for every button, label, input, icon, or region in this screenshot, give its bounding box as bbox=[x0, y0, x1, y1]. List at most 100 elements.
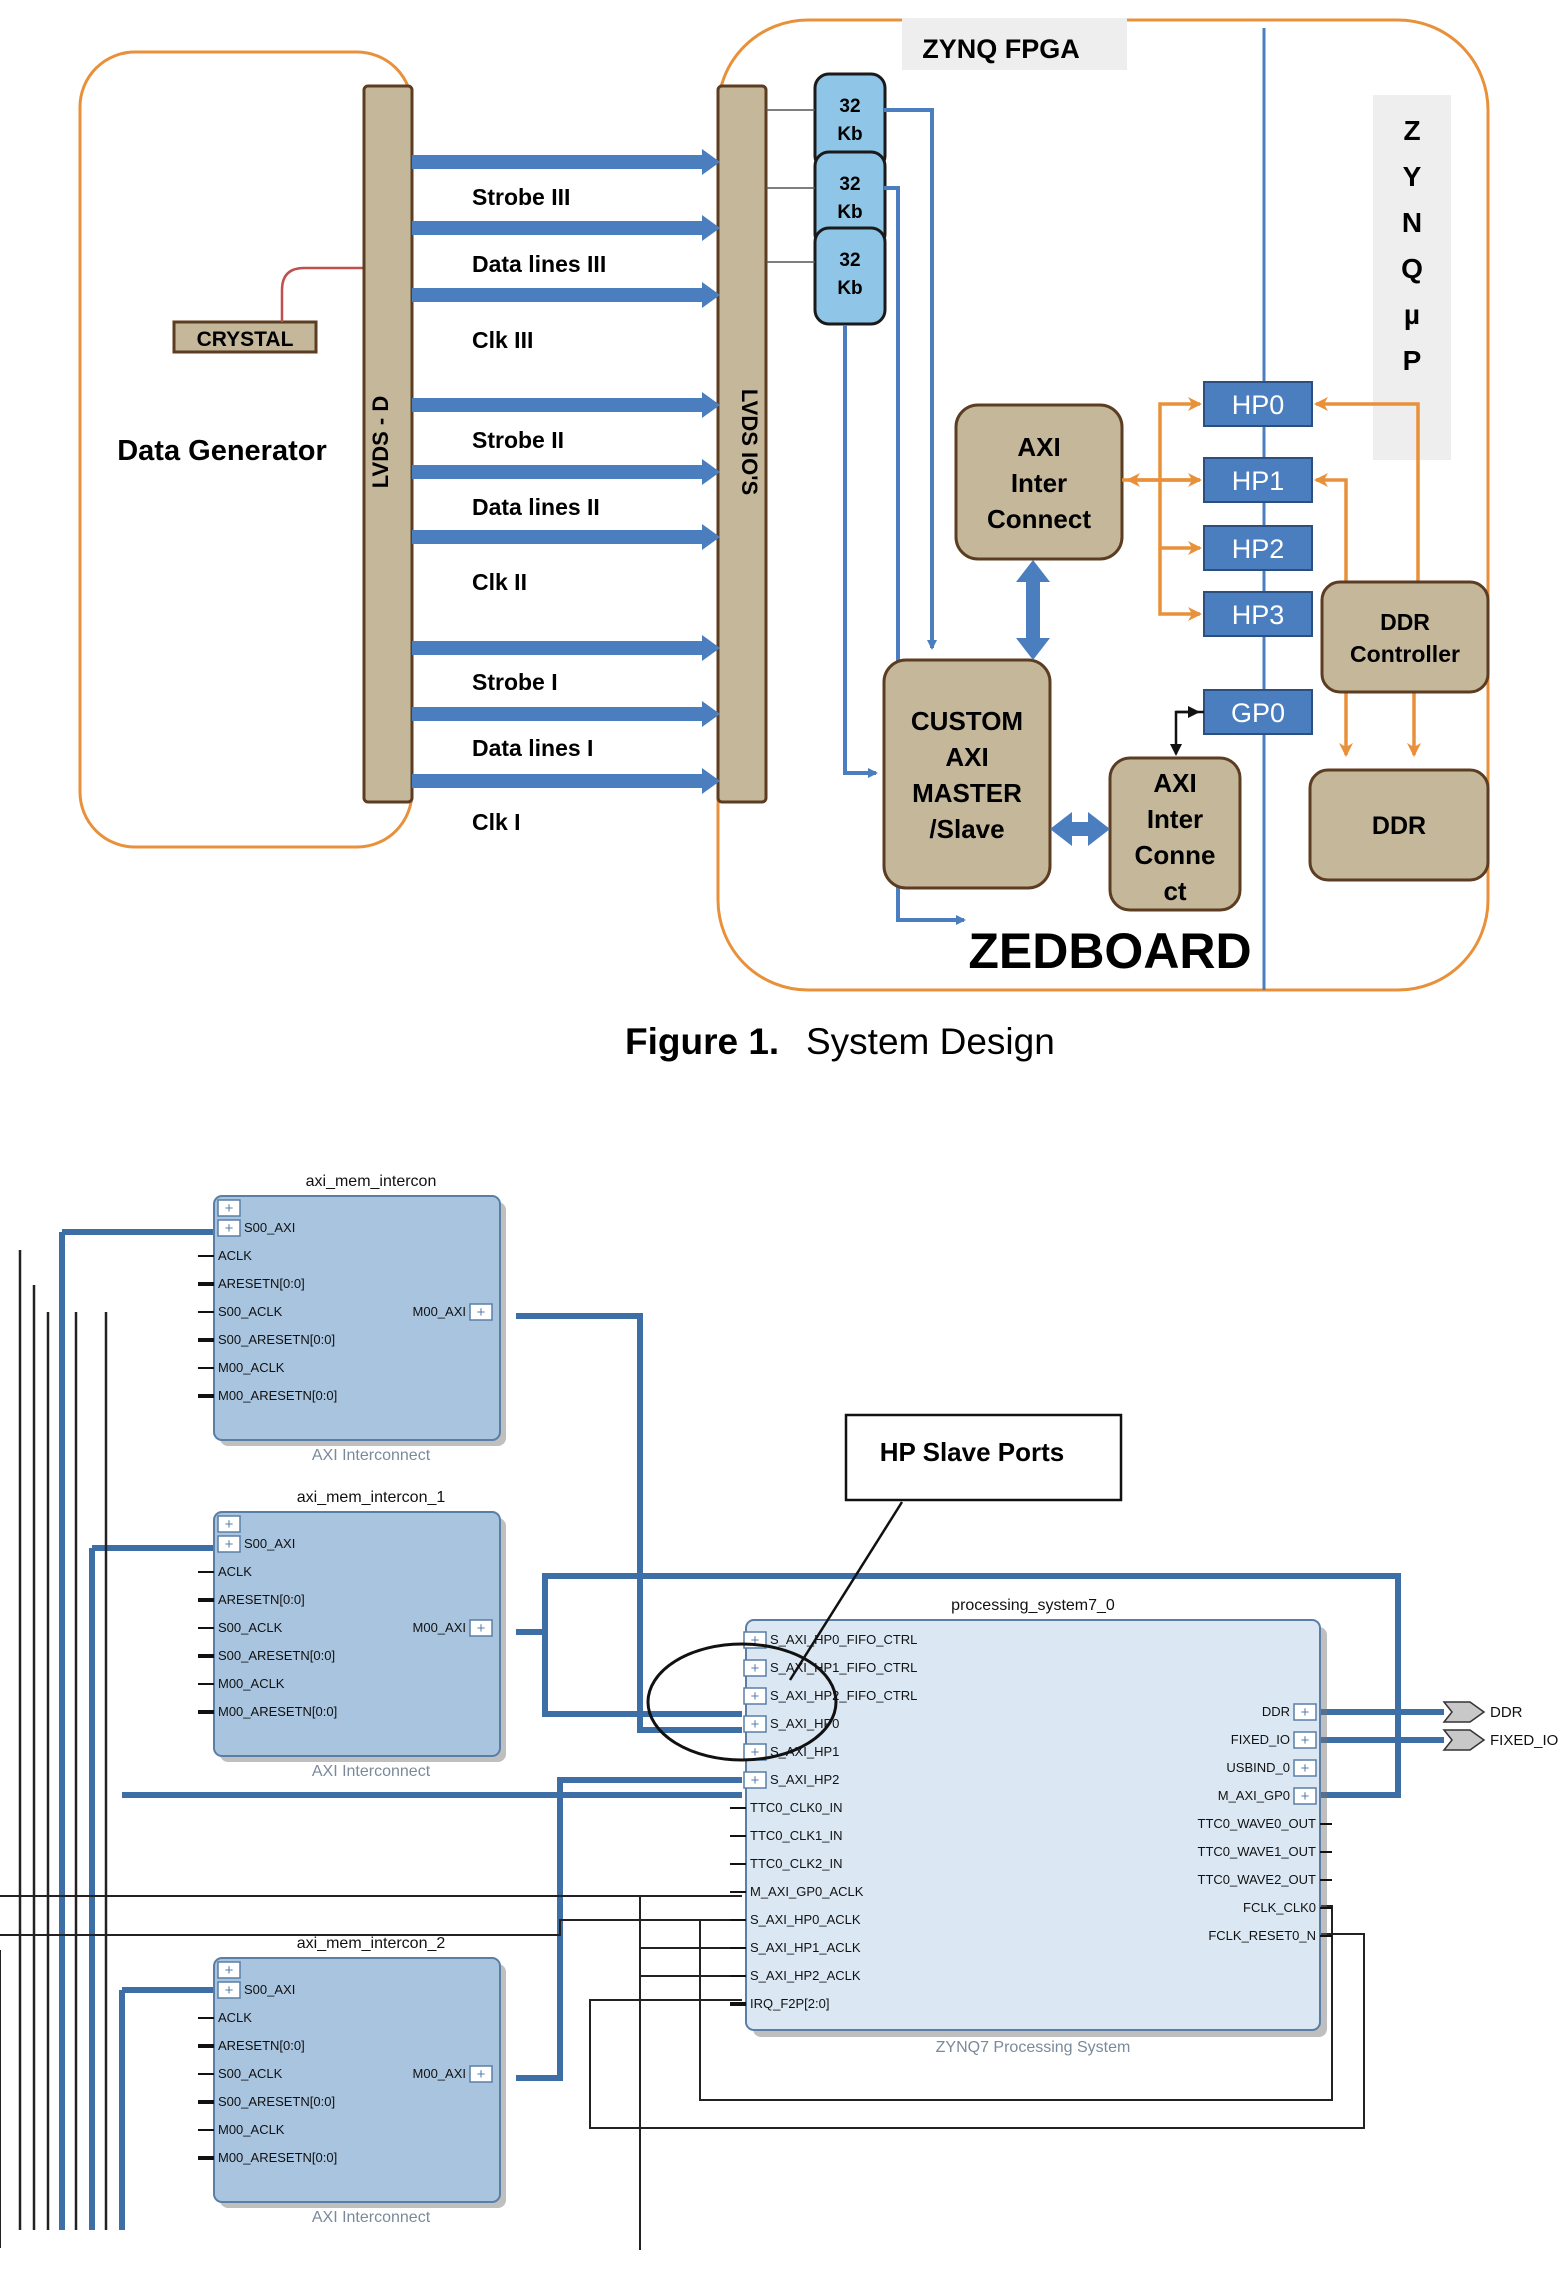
bram-size-value: 32 bbox=[839, 96, 860, 117]
port-label: FIXED_IO bbox=[1231, 1732, 1290, 1747]
signal-label: Strobe II bbox=[472, 427, 564, 453]
port-label: S_AXI_HP2_ACLK bbox=[750, 1968, 861, 1983]
hp-port: HP2 bbox=[1203, 525, 1313, 571]
processing-system-block[interactable]: processing_system7_0+S_AXI_HP0_FIFO_CTRL… bbox=[730, 1597, 1332, 2056]
block-design-wires bbox=[0, 1229, 1444, 2250]
signal-arrow bbox=[412, 459, 720, 485]
expand-icon: + bbox=[225, 1962, 234, 1979]
port-label: ARESETN[0:0] bbox=[218, 2038, 305, 2053]
bram3-link bbox=[843, 325, 878, 778]
axi-to-hp-arrows bbox=[1122, 397, 1202, 621]
axi-interconnect-top bbox=[954, 403, 1124, 561]
figure-2-block-design: axi_mem_intercon++S00_AXIACLKARESETN[0:0… bbox=[0, 1173, 1558, 2250]
port-label: FCLK_CLK0 bbox=[1243, 1900, 1316, 1915]
port-label: S_AXI_HP1_ACLK bbox=[750, 1940, 861, 1955]
zynq-up-letter: P bbox=[1403, 345, 1422, 376]
signal-label: Data lines III bbox=[472, 251, 606, 277]
master-to-axi-bottom-double-arrow bbox=[1050, 812, 1110, 846]
axi-top-to-master-double-arrow bbox=[1016, 560, 1050, 660]
port-label: S00_ARESETN[0:0] bbox=[218, 1648, 335, 1663]
zynq-up-letter: N bbox=[1402, 207, 1422, 238]
callout-leader bbox=[788, 1501, 904, 1681]
signal-arrow bbox=[412, 282, 720, 308]
expand-icon: + bbox=[1301, 1732, 1310, 1749]
figure-1-caption-text: System Design bbox=[806, 1021, 1055, 1062]
port-label: M00_AXI bbox=[413, 1304, 466, 1319]
block-text-line: CUSTOM bbox=[911, 706, 1023, 736]
block-text-line: ct bbox=[1163, 876, 1186, 906]
signal-arrow bbox=[412, 215, 720, 241]
port-label: S00_AXI bbox=[244, 1536, 295, 1551]
external-port[interactable]: DDR bbox=[1442, 1701, 1523, 1723]
port-label: S_AXI_HP1_FIFO_CTRL bbox=[770, 1660, 917, 1675]
block-text-line: Conne bbox=[1135, 840, 1216, 870]
ddr-ctrl-to-hp-arrows bbox=[1314, 397, 1421, 757]
zynq-up-letter: µ bbox=[1404, 299, 1420, 330]
crystal-wire bbox=[280, 266, 364, 322]
bram-size-value: 32 bbox=[839, 174, 860, 195]
port-label: TTC0_WAVE0_OUT bbox=[1198, 1816, 1317, 1831]
port-label: M00_ARESETN[0:0] bbox=[218, 1704, 337, 1719]
zynq-up-letter: Q bbox=[1401, 253, 1423, 284]
signal-arrow bbox=[412, 149, 720, 175]
fclk-loop bbox=[699, 1905, 1333, 2101]
expand-icon: + bbox=[1301, 1760, 1310, 1777]
port-label: S00_AXI bbox=[244, 1220, 295, 1235]
ddr-block bbox=[1308, 768, 1490, 882]
external-port[interactable]: FIXED_IO bbox=[1442, 1729, 1558, 1751]
hp-port-label: HP1 bbox=[1232, 466, 1285, 496]
expand-icon: + bbox=[225, 1536, 234, 1553]
signal-arrow bbox=[412, 701, 720, 727]
signal-label: Data lines II bbox=[472, 494, 600, 520]
hp-port-label: HP0 bbox=[1232, 390, 1285, 420]
bram-size-unit: Kb bbox=[837, 202, 862, 223]
port-label: S_AXI_HP1 bbox=[770, 1744, 839, 1759]
lvds-d-label: LVDS - D bbox=[368, 396, 393, 488]
external-port-label: FIXED_IO bbox=[1490, 1732, 1558, 1749]
port-label: ARESETN[0:0] bbox=[218, 1592, 305, 1607]
bram-size-unit: Kb bbox=[837, 124, 862, 145]
port-label: USBIND_0 bbox=[1226, 1760, 1290, 1775]
expand-icon: + bbox=[751, 1688, 760, 1705]
expand-icon: + bbox=[225, 1982, 234, 1999]
gp0-to-axi-bottom bbox=[1170, 710, 1204, 756]
axi-interconnect-block[interactable]: axi_mem_intercon++S00_AXIACLKARESETN[0:0… bbox=[198, 1173, 506, 1464]
signal-label: Clk II bbox=[472, 569, 527, 595]
block-footer: AXI Interconnect bbox=[312, 1763, 431, 1780]
hp-port: HP1 bbox=[1203, 457, 1313, 503]
expand-icon: + bbox=[225, 1200, 234, 1217]
signal-label: Strobe I bbox=[472, 669, 558, 695]
bram1-link bbox=[884, 108, 937, 650]
crystal-box bbox=[172, 320, 318, 354]
signal-label: Clk I bbox=[472, 809, 521, 835]
expand-icon: + bbox=[477, 1304, 486, 1321]
expand-icon: + bbox=[1301, 1704, 1310, 1721]
lvds-ios-label: LVDS IO'S bbox=[737, 389, 762, 495]
block-footer: AXI Interconnect bbox=[312, 2209, 431, 2226]
axi-interconnect-block[interactable]: axi_mem_intercon_1++S00_AXIACLKARESETN[0… bbox=[198, 1489, 506, 1780]
port-label: S00_ARESETN[0:0] bbox=[218, 1332, 335, 1347]
block-text-line: AXI bbox=[1153, 768, 1196, 798]
signal-label: Clk III bbox=[472, 327, 533, 353]
zynq-up-letter: Y bbox=[1403, 161, 1422, 192]
block-text-line: Inter bbox=[1147, 804, 1203, 834]
port-label: TTC0_CLK0_IN bbox=[750, 1800, 842, 1815]
port-label: M00_ACLK bbox=[218, 1360, 285, 1375]
port-label: S_AXI_HP2_FIFO_CTRL bbox=[770, 1688, 917, 1703]
intercon0-to-ps-hp0 bbox=[516, 1313, 742, 1733]
hp-port: HP0 bbox=[1203, 381, 1313, 427]
gp0-port bbox=[1203, 689, 1313, 735]
port-label: S00_ACLK bbox=[218, 1304, 283, 1319]
axi-interconnect-block[interactable]: axi_mem_intercon_2++S00_AXIACLKARESETN[0… bbox=[198, 1935, 506, 2226]
figure-1-caption-label: Figure 1. bbox=[625, 1021, 779, 1062]
zynq-up-letter: Z bbox=[1403, 115, 1420, 146]
port-label: TTC0_WAVE1_OUT bbox=[1198, 1844, 1317, 1859]
expand-icon: + bbox=[477, 1620, 486, 1637]
